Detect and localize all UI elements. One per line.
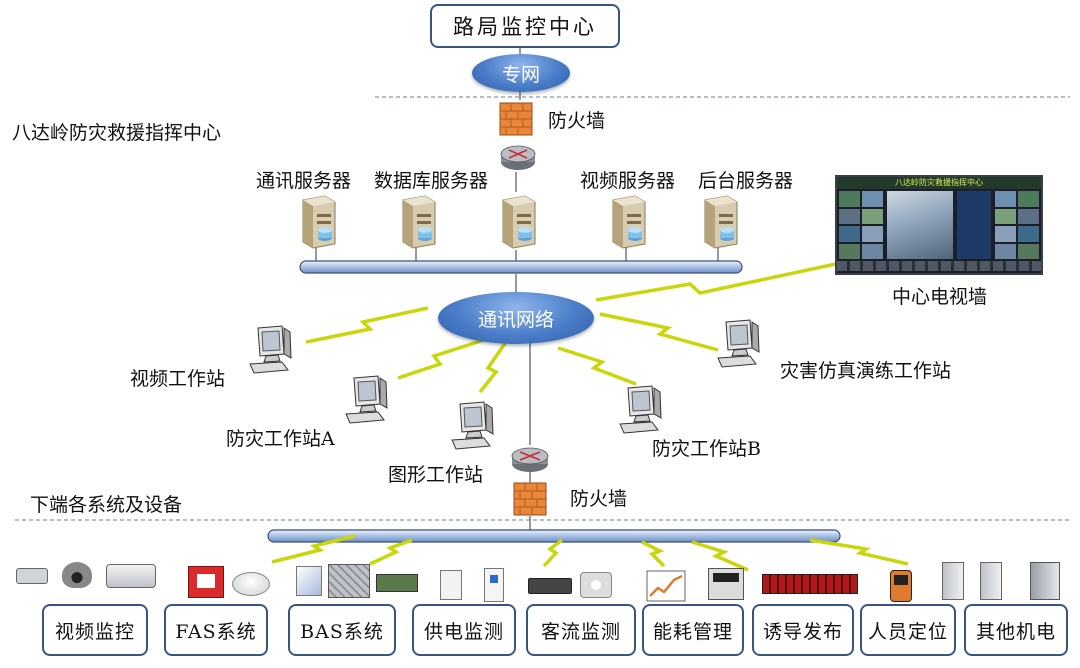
video-wall-label: 中心电视墙 — [892, 286, 988, 308]
passenger-counter-icon — [580, 572, 612, 598]
railway-monitoring-center-box: 路局监控中心 — [430, 4, 620, 48]
fire-alarm-button-icon — [188, 566, 224, 598]
led-display-icon — [762, 574, 858, 594]
system-label-energy-management: 能耗管理 — [652, 620, 733, 643]
fan-icon — [328, 564, 370, 598]
power-meter-icon — [440, 570, 462, 600]
communication-network-label: 通讯网络 — [477, 308, 554, 331]
simulation-workstation-icon — [717, 319, 760, 368]
communication-network-node: 通讯网络 — [438, 292, 594, 344]
video-server-icon — [612, 195, 646, 249]
system-box-power-monitoring: 供电监测 — [412, 604, 516, 656]
top-firewall-label: 防火墙 — [548, 110, 606, 132]
system-label-video-monitoring: 视频监控 — [54, 620, 135, 643]
system-box-video-monitoring: 视频监控 — [42, 604, 148, 656]
system-label-power-monitoring: 供电监测 — [423, 620, 504, 643]
smoke-detector-icon — [232, 572, 270, 596]
system-label-fas: FAS系统 — [175, 620, 257, 643]
railway-monitoring-center-label: 路局监控中心 — [453, 15, 597, 39]
disaster-workstation-b-label: 防灾工作站B — [652, 438, 761, 460]
system-box-fas: FAS系统 — [164, 604, 268, 656]
video-wall: 八达岭防灾救援指挥中心 — [835, 175, 1043, 275]
disaster-workstation-a-label: 防灾工作站A — [226, 428, 335, 450]
bas-panel-icon — [296, 566, 322, 596]
disaster-workstation-a-icon — [345, 375, 388, 424]
passenger-sensor-icon — [528, 578, 572, 594]
graphics-workstation-label: 图形工作站 — [388, 464, 484, 486]
system-label-personnel-positioning: 人员定位 — [867, 620, 948, 643]
system-label-guidance-release: 诱导发布 — [762, 620, 843, 643]
main-server-icon — [502, 195, 536, 249]
system-label-other-electromechanical: 其他机电 — [975, 620, 1056, 643]
system-box-other-electromechanical: 其他机电 — [964, 604, 1068, 656]
firewall-icon — [499, 102, 533, 136]
system-box-bas: BAS系统 — [288, 604, 396, 656]
bas-controller-icon — [376, 574, 418, 592]
system-label-bas: BAS系统 — [300, 620, 384, 643]
gate-left-icon — [942, 562, 964, 600]
energy-meter-icon — [708, 568, 744, 600]
lower-firewall-icon — [513, 482, 547, 516]
video-workstation-label: 视频工作站 — [130, 368, 226, 390]
lower-router-icon — [511, 447, 549, 472]
video-wall-banner: 八达岭防灾救援指挥中心 — [837, 177, 1041, 189]
locator-tag-icon — [890, 570, 912, 602]
system-label-passenger-flow: 客流监测 — [540, 620, 621, 643]
equipment-cabinet-icon — [1030, 562, 1060, 600]
system-box-energy-management: 能耗管理 — [642, 604, 744, 656]
circuit-breaker-icon — [484, 568, 504, 602]
camera-box-icon — [106, 564, 156, 588]
backend-server-label: 后台服务器 — [698, 170, 794, 192]
system-box-passenger-flow: 客流监测 — [526, 604, 636, 656]
video-server-label: 视频服务器 — [580, 170, 676, 192]
database-server-label: 数据库服务器 — [374, 170, 489, 192]
camera-dome-icon — [62, 562, 92, 588]
disaster-workstation-b-icon — [619, 385, 662, 434]
system-box-guidance-release: 诱导发布 — [752, 604, 854, 656]
lower-systems-title: 下端各系统及设备 — [30, 494, 183, 516]
energy-chart-icon — [646, 570, 686, 602]
simulation-workstation-label: 灾害仿真演练工作站 — [780, 360, 952, 382]
server-bus — [299, 260, 743, 274]
video-workstation-icon — [249, 325, 292, 374]
private-network-node: 专网 — [472, 54, 570, 92]
gate-right-icon — [980, 562, 1002, 600]
camera-bullet-icon — [16, 568, 48, 584]
backend-server-icon — [704, 195, 738, 249]
system-box-personnel-positioning: 人员定位 — [860, 604, 956, 656]
router-icon — [500, 145, 536, 170]
graphics-workstation-icon — [451, 401, 494, 450]
comm-server-label: 通讯服务器 — [256, 170, 352, 192]
lower-firewall-label: 防火墙 — [570, 488, 628, 510]
comm-server-icon — [302, 195, 336, 249]
database-server-icon — [402, 195, 436, 249]
private-network-label: 专网 — [501, 63, 540, 86]
command-center-title: 八达岭防灾救援指挥中心 — [12, 122, 222, 144]
